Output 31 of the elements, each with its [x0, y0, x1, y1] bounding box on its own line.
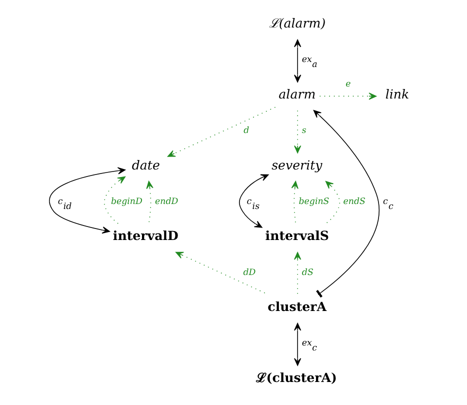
- node-text: ℒ(clusterA): [256, 370, 337, 385]
- arrow: [294, 39, 301, 82]
- edge-label: endS: [342, 196, 365, 207]
- node-text: clusterA: [267, 299, 326, 314]
- node-text: date: [131, 157, 160, 172]
- node-text: intervalS: [264, 228, 328, 244]
- node-text: link: [384, 86, 409, 102]
- arrow: [166, 106, 276, 157]
- edge-label: dS: [301, 268, 313, 278]
- arrow: [103, 176, 125, 224]
- node-text: intervalD: [112, 228, 178, 244]
- node-text: alarm: [278, 86, 316, 102]
- edge-label: s: [301, 126, 306, 136]
- arrow: [324, 180, 340, 224]
- arrow: [290, 180, 298, 224]
- edge-label: e: [345, 80, 350, 90]
- arrow: [146, 180, 153, 224]
- arrow: [312, 110, 379, 298]
- arrow: [318, 92, 376, 100]
- arrow: [238, 174, 268, 228]
- edge-label: endD: [154, 196, 178, 207]
- arrow: [294, 252, 301, 295]
- node-text: severity: [271, 157, 322, 172]
- edge-label: d: [243, 126, 249, 136]
- arrow: [48, 167, 126, 234]
- node-text: ℒ(alarm): [268, 16, 326, 31]
- edge-label: dD: [242, 268, 256, 278]
- arrow: [294, 322, 301, 366]
- edge-label: beginS: [298, 196, 329, 207]
- arrow: [294, 110, 301, 154]
- edge-label: beginD: [110, 196, 142, 207]
